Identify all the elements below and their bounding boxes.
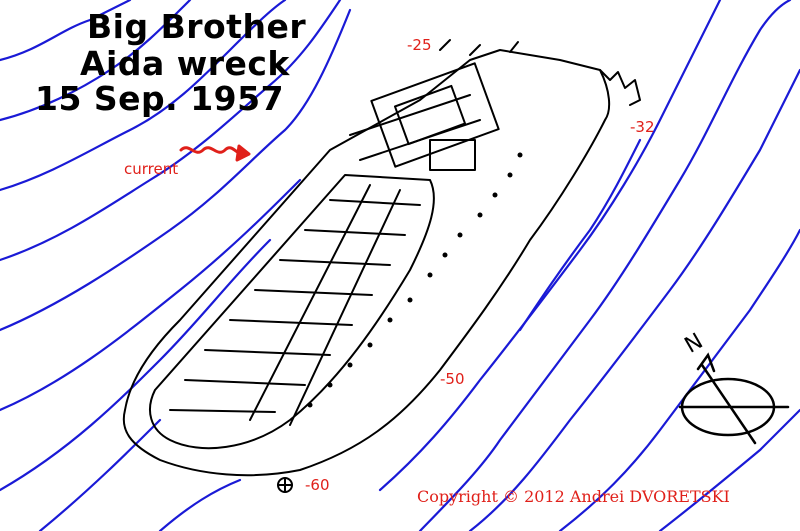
current-label: current (124, 160, 179, 178)
depth-label-mid-lower: -50 (440, 370, 465, 388)
title-line-2: Aida wreck (80, 44, 290, 83)
title-line-3: 15 Sep. 1957 (35, 79, 285, 118)
depth-label-stern: -60 (305, 476, 330, 494)
north-compass-icon (678, 352, 790, 445)
depth-label-mid-upper: -32 (630, 118, 655, 136)
title-line-1: Big Brother (87, 7, 307, 46)
copyright-text: Copyright © 2012 Andrei DVORETSKI (417, 487, 730, 506)
wavy-arrow-icon (179, 144, 251, 162)
depth-label-bow: -25 (407, 36, 432, 54)
